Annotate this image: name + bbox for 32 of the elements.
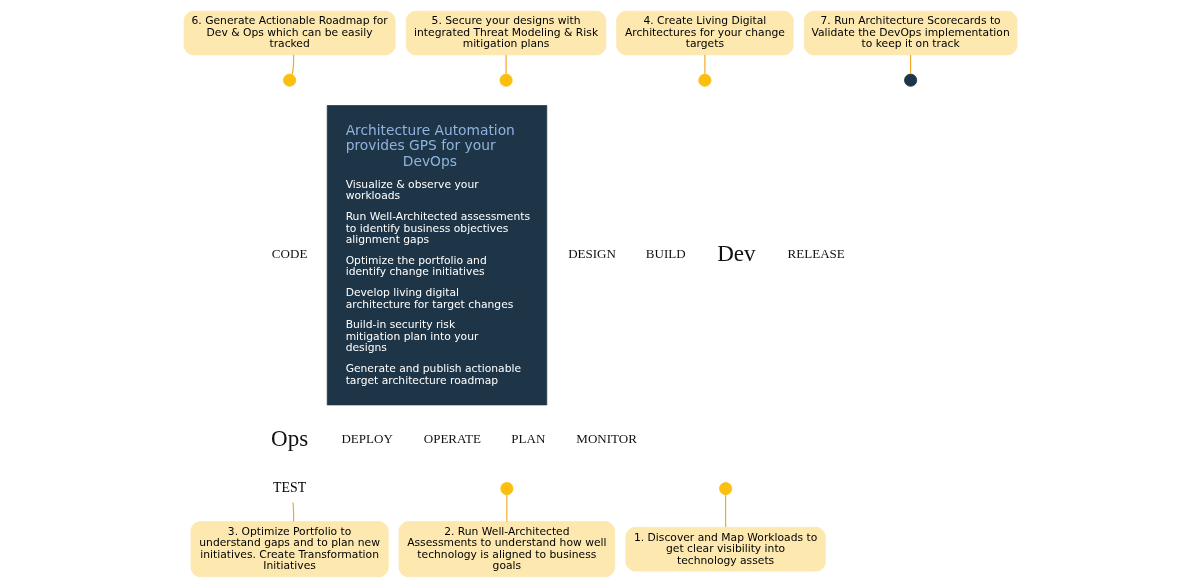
label: RELEASE — [787, 246, 845, 262]
node-circle — [697, 73, 711, 87]
label: Dev — [716, 239, 756, 266]
connector — [505, 54, 507, 75]
node-text: TEST — [272, 479, 306, 495]
label: CODE — [271, 246, 307, 262]
connector — [505, 494, 507, 523]
label: MONITOR — [575, 430, 637, 446]
connector — [703, 54, 705, 75]
connector — [291, 501, 294, 523]
node-box: 7. Run Architecture Scorecards to Validate the DevOps implementation to keep it on track — [803, 10, 1017, 56]
node-circle — [499, 482, 513, 496]
node-box: 4. Create Living Digital Architectures for your change targets — [615, 10, 794, 56]
connector — [724, 494, 726, 528]
label: Ops — [270, 424, 308, 451]
node-box: 3. Optimize Portfolio to understand gaps and to plan new initiatives. Create Transformation Initiatives — [190, 521, 389, 578]
connector — [291, 54, 294, 76]
node-box: 6. Generate Actionable Roadmap for Dev & Ops which can be easily tracked — [183, 10, 396, 56]
connector — [909, 54, 911, 75]
label: OPERATE — [423, 430, 481, 446]
label: DEPLOY — [340, 430, 393, 446]
node-circle — [499, 73, 513, 87]
node-box: 1. Discover and Map Workloads to get clear visibility into technology assets — [624, 526, 826, 572]
node-circle — [718, 482, 732, 496]
label: DESIGN — [567, 246, 616, 262]
node-box: 5. Secure your designs with integrated Threat Modeling & Risk mitigation plans — [405, 10, 606, 56]
node-box: Architecture Automation provides GPS for your DevOps Visualize & observe your workloads Run Well-Architected assessments to identify business objectives alignment gaps Optimize the portfolio and identify change initiatives Develop living digital architecture for target changes Build-in security risk mitigation plan into your designs Generate and publish actionable target architecture roadmap — [326, 105, 547, 406]
label: BUILD — [645, 246, 686, 262]
node-box: 2. Run Well-Architected Assessments to understand how well technology is aligned to business goals — [398, 521, 615, 578]
node-circle — [282, 73, 296, 87]
node-circle — [903, 73, 917, 87]
label: PLAN — [510, 430, 545, 446]
